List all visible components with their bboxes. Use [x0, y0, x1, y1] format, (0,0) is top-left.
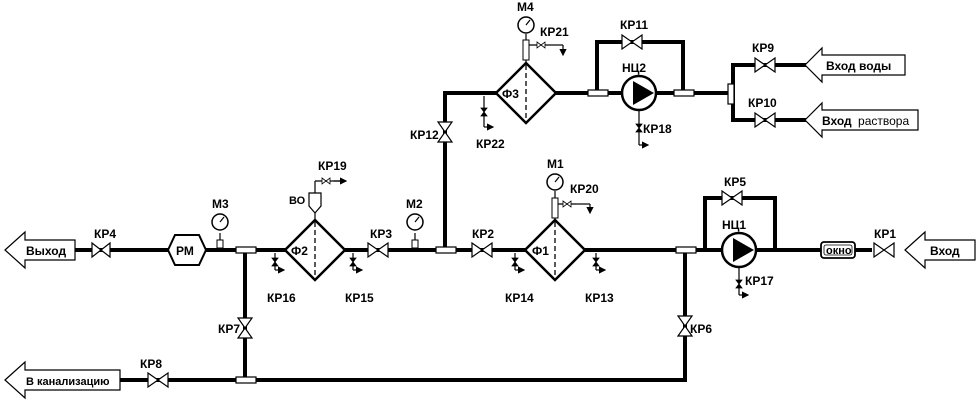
arrow-drain: В канализацию [4, 360, 121, 400]
valve-kr12[interactable]: КР12 [410, 121, 454, 143]
valve-kr15[interactable]: КР15 [345, 253, 374, 305]
valve-kr18-label: КР18 [643, 122, 672, 136]
filter-f3: Ф3 [494, 61, 558, 125]
arrow-drain-label: В канализацию [26, 376, 110, 388]
pump-nc2-label: НЦ2 [622, 61, 646, 75]
pump-nc1: НЦ1 [720, 218, 758, 269]
valve-kr3-label: КР3 [370, 227, 392, 241]
arrow-vhod-label: Вход [930, 244, 960, 258]
manometer-m2: М2 [406, 197, 424, 249]
valve-kr1[interactable]: КР1 [873, 227, 896, 259]
valve-kr7-label: КР7 [218, 322, 240, 336]
valve-kr12-label: КР12 [410, 128, 439, 142]
manometer-m3: М3 [211, 197, 229, 249]
valve-kr16[interactable]: КР16 [267, 253, 296, 305]
filter-f1-label: Ф1 [532, 244, 549, 258]
valve-kr7[interactable]: КР7 [218, 317, 254, 339]
filter-f3-label: Ф3 [502, 87, 519, 101]
valve-kr10-label: КР10 [748, 96, 777, 110]
flow-meter-label: РМ [176, 244, 194, 258]
valve-kr21-label: КР21 [540, 25, 569, 39]
filter-f2-label: Ф2 [291, 244, 308, 258]
valve-kr18[interactable]: КР18 [635, 111, 672, 149]
valve-kr2[interactable]: КР2 [471, 227, 494, 259]
manometer-m4-label: М4 [517, 0, 534, 14]
manometer-m1: М1 [546, 157, 564, 220]
arrow-vhod-rastvora-prefix: Вход [822, 114, 852, 128]
valve-kr17[interactable]: КР17 [735, 268, 774, 299]
arrow-vyhod-label: Выход [26, 244, 66, 258]
valve-kr6[interactable]: КР6 [676, 315, 712, 337]
pump-nc2: НЦ2 [620, 61, 658, 112]
filter-f1: Ф1 [523, 218, 587, 282]
window-label: окно [826, 245, 852, 257]
valve-kr20[interactable]: КР20 [558, 182, 599, 215]
valve-kr14[interactable]: КР14 [505, 253, 534, 305]
valve-kr22[interactable]: КР22 [476, 96, 505, 151]
manometer-m1-label: М1 [547, 157, 564, 171]
valve-kr9-label: КР9 [752, 41, 774, 55]
arrow-vhod-vody: Вход воды [804, 46, 906, 84]
pump-nc1-label: НЦ1 [722, 218, 746, 232]
valve-kr11[interactable]: КР11 [620, 18, 648, 51]
valve-kr8[interactable]: КР8 [140, 357, 169, 389]
manometer-m3-label: М3 [212, 197, 229, 211]
arrow-vyhod: Выход [4, 230, 76, 270]
valve-kr5[interactable]: КР5 [721, 175, 746, 207]
flow-meter-rm: РМ [166, 234, 208, 266]
manometer-m2-label: М2 [406, 197, 423, 211]
arrow-vhod-rastvora-label: Вход раствора [822, 114, 909, 128]
valve-kr5-label: КР5 [724, 175, 746, 189]
manometer-m4: М4 [517, 0, 535, 63]
valve-kr13[interactable]: КР13 [585, 253, 614, 305]
valve-kr21[interactable]: КР21 [529, 25, 569, 57]
valve-kr19-label: КР19 [318, 159, 347, 173]
valve-kr2-label: КР2 [472, 227, 494, 241]
valve-kr17-label: КР17 [745, 274, 774, 288]
air-vent-label: ВО [289, 195, 306, 207]
valve-kr14-label: КР14 [505, 291, 534, 305]
filter-f2: Ф2 [283, 218, 347, 282]
window-okno: окно [820, 241, 856, 259]
valve-kr11-label: КР11 [620, 18, 648, 32]
valve-kr22-label: КР22 [476, 137, 505, 151]
valve-kr10[interactable]: КР10 [748, 96, 777, 129]
air-vent-vo: ВО [289, 192, 322, 220]
valve-kr20-label: КР20 [570, 182, 599, 196]
valve-kr4-label: КР4 [94, 227, 116, 241]
valve-kr16-label: КР16 [267, 291, 296, 305]
valve-kr19[interactable]: КР19 [314, 159, 348, 193]
valve-kr8-label: КР8 [140, 357, 162, 371]
arrow-vhod-vody-label: Вход воды [826, 59, 891, 73]
arrow-vhod-rastvora-suffix: раствора [858, 114, 909, 128]
valve-kr4[interactable]: КР4 [91, 227, 116, 259]
pipes [73, 40, 872, 382]
tee-fittings [235, 83, 735, 384]
arrow-vhod-rastvora: Вход раствора [804, 101, 919, 139]
valve-kr9[interactable]: КР9 [752, 41, 776, 74]
valve-kr13-label: КР13 [585, 291, 614, 305]
arrow-vhod: Вход [904, 230, 976, 270]
valve-kr1-label: КР1 [874, 227, 896, 241]
valve-kr3[interactable]: КР3 [367, 227, 392, 259]
valve-kr6-label: КР6 [690, 322, 712, 336]
valve-kr15-label: КР15 [345, 291, 374, 305]
